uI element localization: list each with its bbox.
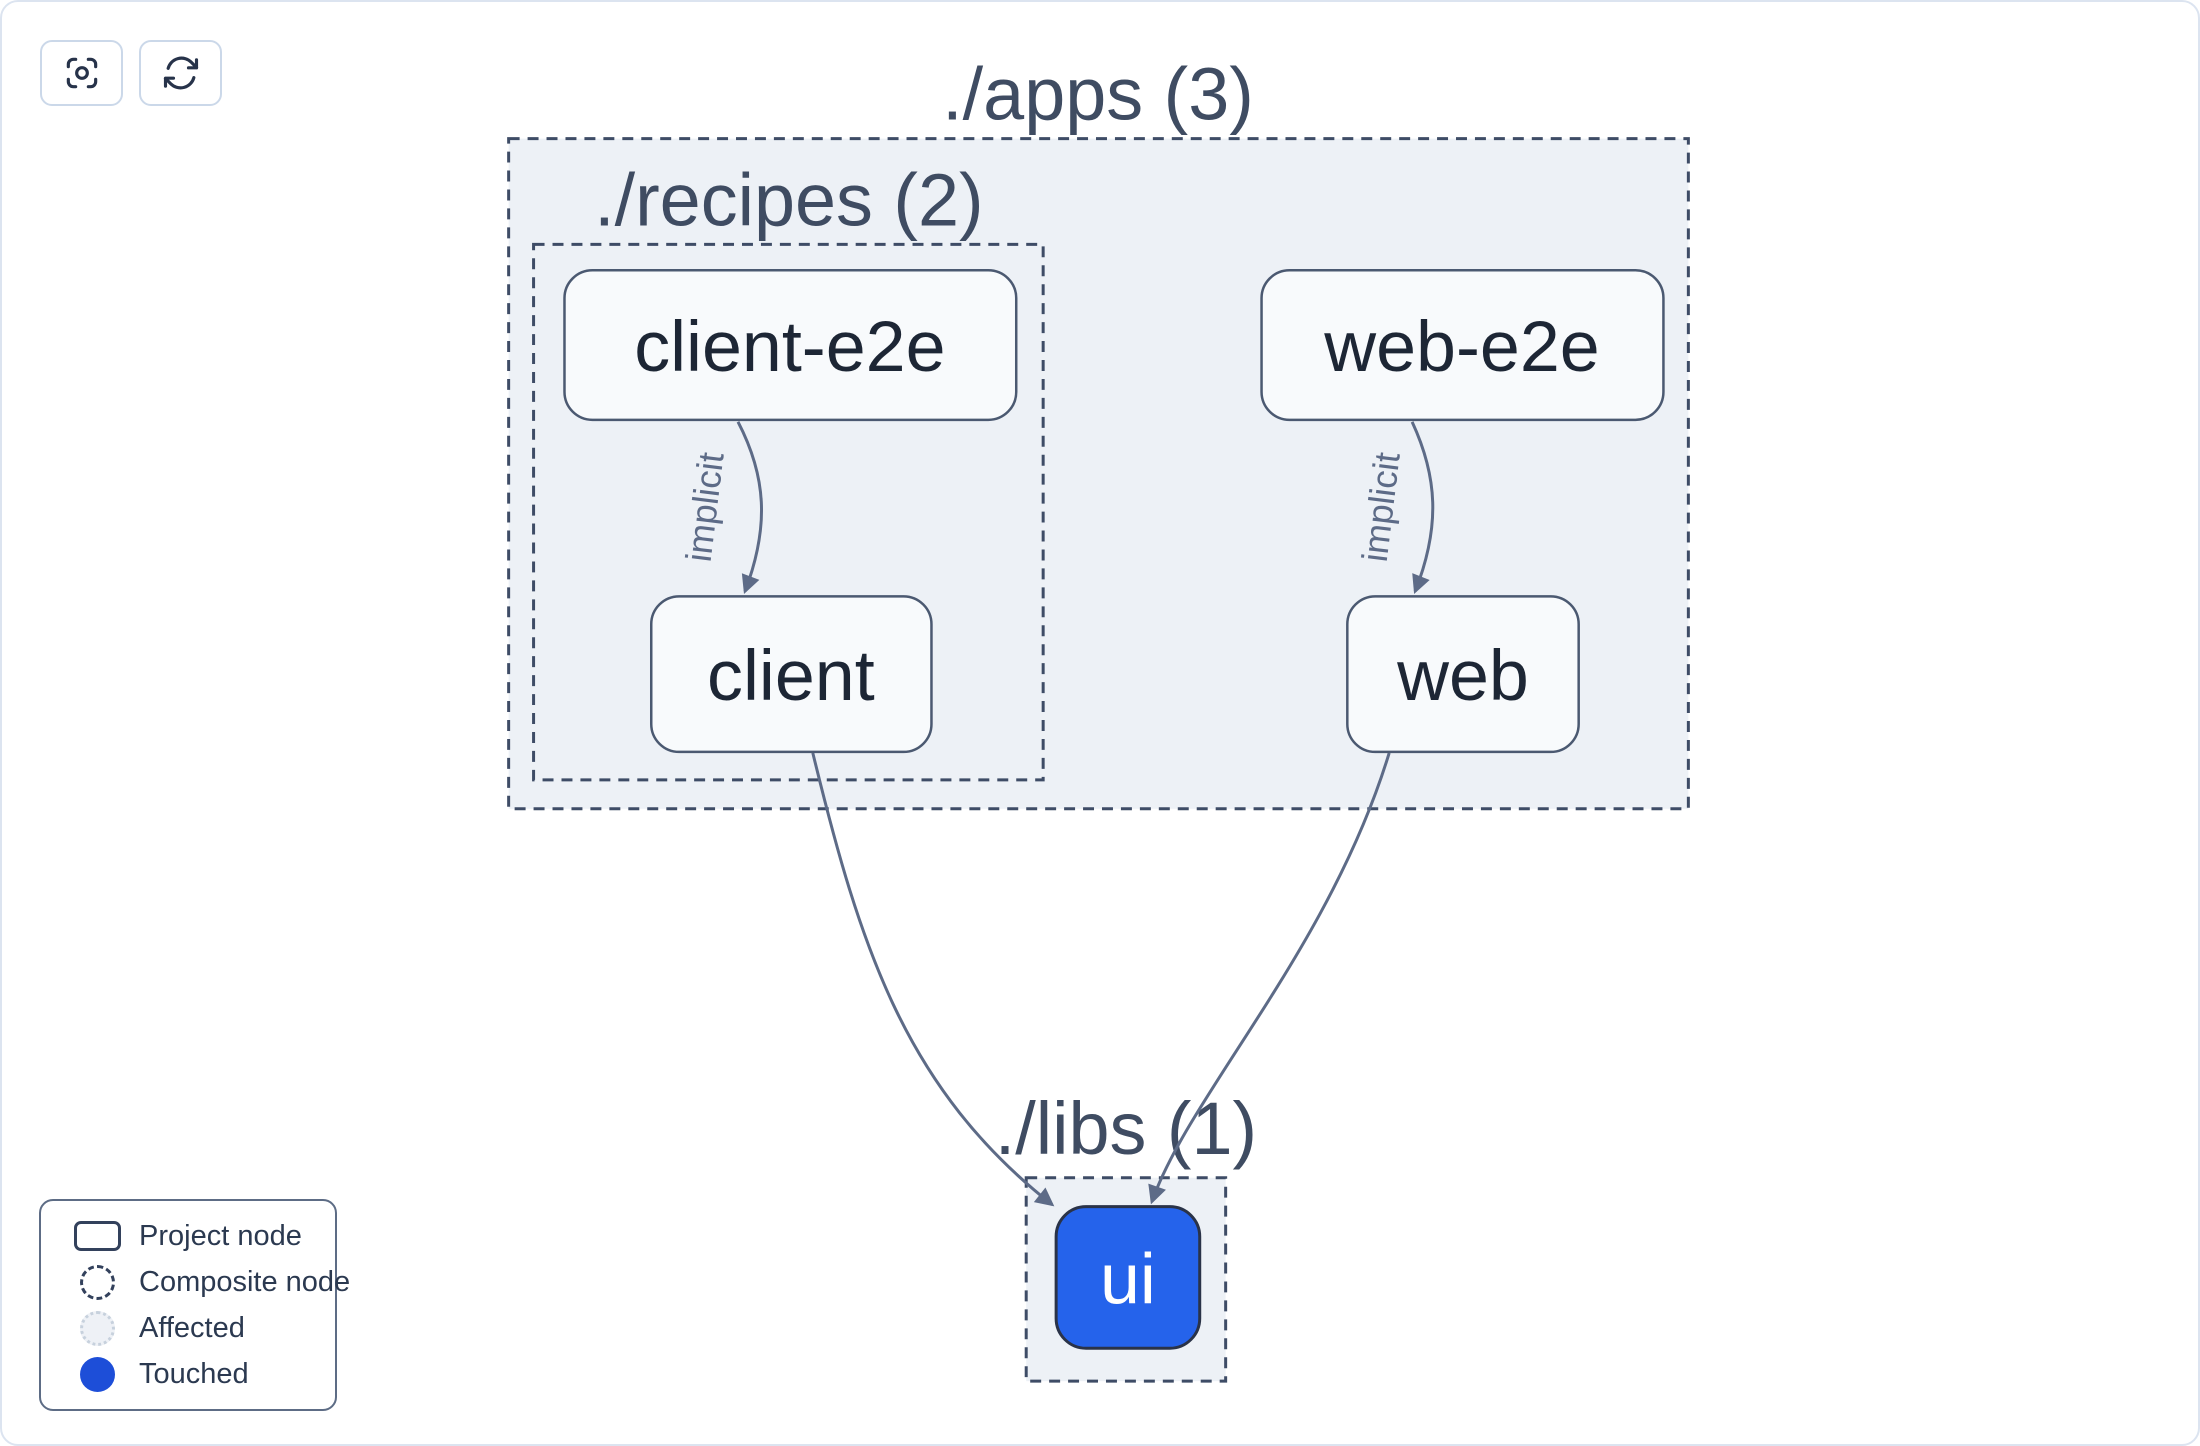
legend-item-affected: Affected xyxy=(67,1306,317,1350)
node-client-e2e[interactable]: client-e2e xyxy=(563,269,1018,422)
legend-item-label: Project node xyxy=(139,1219,302,1252)
composite-node-swatch-icon xyxy=(79,1264,115,1300)
composite-title-apps[interactable]: ./apps (3) xyxy=(942,53,1254,136)
edge-client-e2e-client[interactable] xyxy=(736,421,763,594)
node-ui[interactable]: ui xyxy=(1054,1205,1202,1350)
node-label-ui: ui xyxy=(1100,1239,1156,1319)
node-label-web-e2e: web-e2e xyxy=(1323,307,1599,387)
legend-item-label: Touched xyxy=(139,1357,249,1390)
node-web-e2e[interactable]: web-e2e xyxy=(1260,269,1665,422)
legend: Project node Composite node Affected Tou… xyxy=(39,1199,350,1411)
project-node-swatch-icon xyxy=(73,1221,121,1251)
legend-item-project-node: Project node xyxy=(67,1214,317,1258)
touched-swatch-icon xyxy=(79,1356,115,1392)
legend-item-label: Composite node xyxy=(139,1265,351,1298)
edge-web-e2e-web[interactable] xyxy=(1410,421,1435,594)
legend-item-label: Affected xyxy=(139,1311,245,1344)
viewfinder-icon xyxy=(66,57,97,89)
edge-web-ui[interactable] xyxy=(1148,752,1391,1205)
refresh-icon xyxy=(163,56,198,90)
node-label-client: client xyxy=(707,636,875,716)
node-label-web: web xyxy=(1396,636,1529,716)
composite-title-libs[interactable]: ./libs (1) xyxy=(995,1087,1257,1170)
affected-swatch-icon xyxy=(79,1310,115,1346)
composite-title-recipes[interactable]: ./recipes (2) xyxy=(594,158,984,241)
composite-box-recipes[interactable] xyxy=(532,242,1045,782)
center-graph-button[interactable] xyxy=(40,40,123,106)
node-web[interactable]: web xyxy=(1346,595,1580,754)
legend-item-touched: Touched xyxy=(67,1352,317,1396)
edge-client-ui[interactable] xyxy=(811,752,1055,1207)
refresh-graph-button[interactable] xyxy=(139,40,222,106)
node-label-client-e2e: client-e2e xyxy=(634,307,945,387)
graph-toolbar xyxy=(40,40,222,106)
legend-item-composite-node: Composite node xyxy=(67,1260,350,1304)
node-client[interactable]: client xyxy=(649,595,933,754)
